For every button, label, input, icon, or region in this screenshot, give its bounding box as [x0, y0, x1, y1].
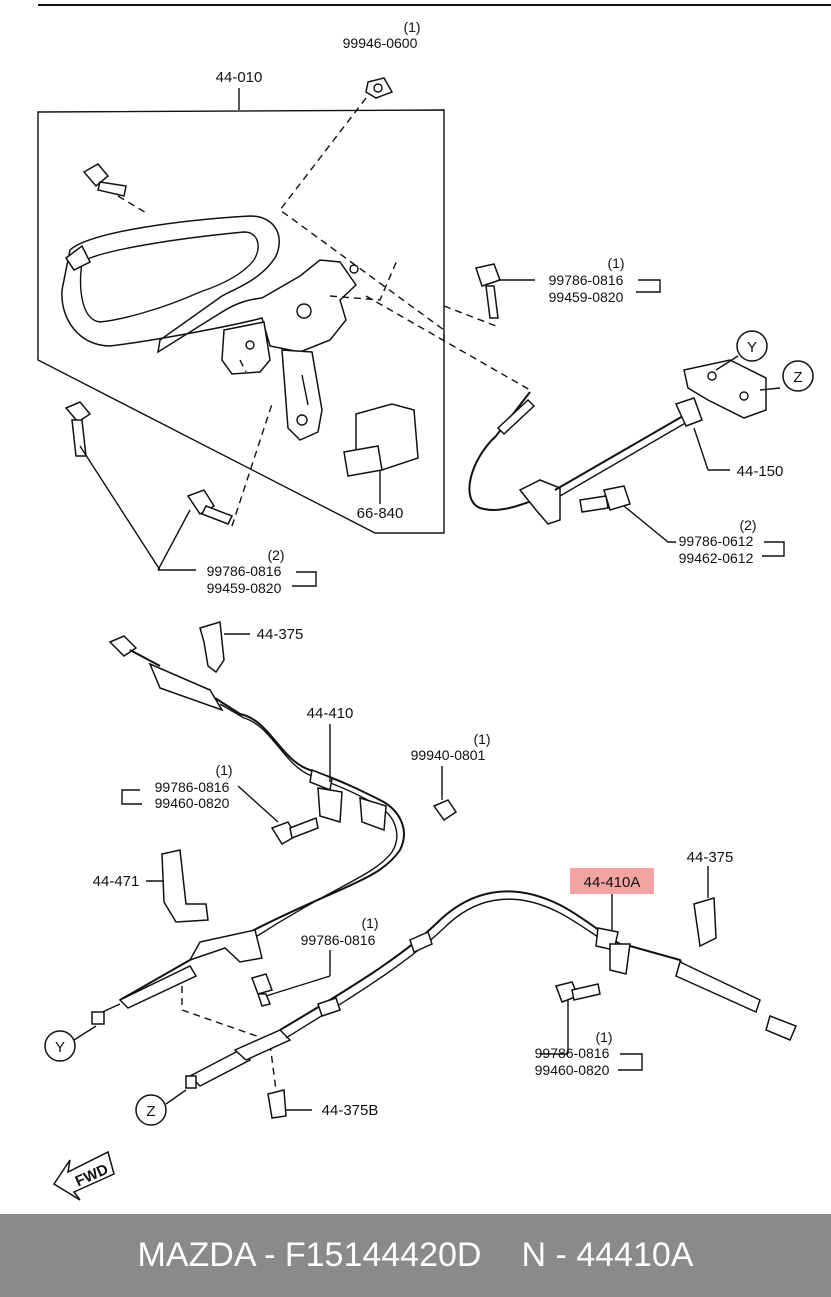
- label-qty-99786-left: (2): [267, 547, 284, 563]
- bolt-99786-mid: [270, 816, 319, 846]
- label-qty-99786-low: (1): [361, 915, 378, 931]
- bolt-99786-low: [251, 973, 273, 1007]
- label-66840: 66-840: [357, 505, 404, 522]
- label-44410: 44-410: [307, 705, 354, 722]
- nut-99946: [365, 77, 394, 99]
- bracket-66840: [343, 403, 419, 504]
- label-y-bottom: Y: [55, 1039, 65, 1056]
- clip-44375b: [267, 1089, 287, 1119]
- label-fwd: FWD: [73, 1161, 111, 1190]
- bolt-99786-0612: [579, 485, 631, 513]
- label-qty-99786-0612: (2): [739, 517, 756, 533]
- callout-z-bottom: [135, 1094, 167, 1126]
- footer-part: N - 44410A: [521, 1236, 694, 1274]
- bracket-44471: [161, 849, 209, 923]
- label-99940: 99940-0801: [411, 747, 486, 763]
- clip-44375-top: [199, 621, 225, 674]
- front-cable: [468, 355, 781, 525]
- callout-y-top: [736, 330, 768, 362]
- footer-bar: MAZDA - F15144420D N - 44410A: [0, 1214, 831, 1297]
- bolt-top-left: [82, 163, 127, 197]
- label-z-bottom: Z: [146, 1103, 155, 1120]
- label-44010: 44-010: [216, 69, 263, 86]
- footer-brand: MAZDA - F15144420D: [137, 1236, 482, 1274]
- rear-cable-right: [185, 890, 797, 1089]
- label-99786-mid: 99786-0816: [155, 779, 230, 795]
- label-44150: 44-150: [737, 463, 784, 480]
- callout-z-top: [782, 360, 814, 392]
- label-99786-low: 99786-0816: [301, 932, 376, 948]
- label-99786-right: 99786-0816: [535, 1045, 610, 1061]
- label-44375-top: 44-375: [257, 626, 304, 643]
- label-qty-99946: (1): [403, 19, 420, 35]
- highlight-44410a: [570, 868, 654, 894]
- bolt-mid-left: [186, 489, 234, 525]
- label-z-top: Z: [793, 369, 802, 386]
- nut-99940: [432, 799, 458, 822]
- label-99460-mid: 99460-0820: [155, 795, 230, 811]
- label-44375b: 44-375B: [322, 1102, 379, 1119]
- label-99459-top: 99459-0820: [549, 289, 624, 305]
- label-y-top: Y: [747, 339, 757, 356]
- label-qty-99940: (1): [473, 731, 490, 747]
- callout-y-bottom: [44, 1030, 76, 1062]
- fwd-arrow-icon: [52, 1150, 115, 1201]
- bolt-left-standalone: [64, 401, 92, 457]
- label-qty-99786-top: (1): [607, 255, 624, 271]
- label-99460-right: 99460-0820: [535, 1062, 610, 1078]
- parking-brake-exploded-diagram: (1) 99946-0600 44-010 (1) 99786-0816 994…: [37, 4, 831, 1201]
- bolt-99786-right: [555, 981, 601, 1003]
- bolt-99786-top: [475, 263, 501, 319]
- label-99786-0612: 99786-0612: [679, 533, 754, 549]
- label-99786-top: 99786-0816: [549, 272, 624, 288]
- label-44375-right: 44-375: [687, 849, 734, 866]
- lever-assembly-box: [37, 109, 445, 534]
- footer-caption: MAZDA - F15144420D N - 44410A: [0, 1214, 831, 1297]
- label-99462: 99462-0612: [679, 550, 754, 566]
- label-99946: 99946-0600: [343, 35, 418, 51]
- label-44471: 44-471: [93, 873, 140, 890]
- label-44410a: 44-410A: [584, 874, 641, 891]
- label-99459-left: 99459-0820: [207, 580, 282, 596]
- label-99786-left: 99786-0816: [207, 563, 282, 579]
- parking-brake-lever: [61, 215, 359, 441]
- rear-cable-left: [91, 635, 405, 1025]
- clip-44375-right: [693, 897, 717, 948]
- label-qty-99786-mid: (1): [215, 762, 232, 778]
- label-qty-99786-right: (1): [595, 1029, 612, 1045]
